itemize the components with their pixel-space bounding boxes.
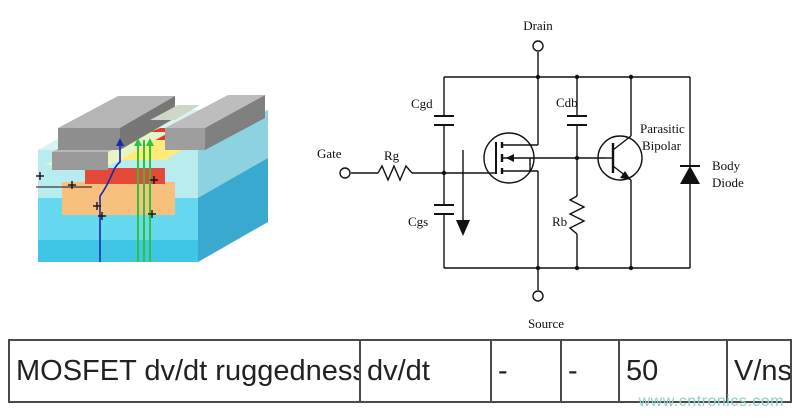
- junction-dots: [441, 74, 634, 271]
- drain-terminal: [532, 40, 544, 52]
- epi-side: [198, 110, 268, 198]
- current-path-blue-curve: [99, 140, 121, 197]
- charge-markers: [36, 172, 158, 220]
- mosfet-cross-section: [36, 95, 268, 262]
- p-body-region: [62, 182, 175, 215]
- gate-label: Gate: [317, 146, 342, 161]
- rb-resistor: [568, 195, 586, 235]
- watermark: www.cntronics.com: [638, 393, 784, 410]
- spec-table: MOSFET dv/dt ruggedness dv/dt - - 50 V/n…: [8, 339, 792, 403]
- rg-resistor: [377, 164, 413, 182]
- drain-label: Drain: [523, 18, 553, 33]
- rg-label: Rg: [384, 148, 400, 163]
- typ-cell: -: [560, 339, 620, 403]
- body-diode-symbol: [680, 165, 700, 184]
- cgd-capacitor: [434, 115, 454, 126]
- cdb-capacitor: [567, 115, 587, 126]
- unit-cell: V/ns: [726, 339, 792, 403]
- source-label: Source: [528, 316, 564, 331]
- current-arrow-blue: [116, 138, 124, 146]
- current-arrow-green-1: [134, 138, 142, 146]
- circuit-wires: [351, 52, 691, 290]
- parasitic-bipolar-symbol: [597, 135, 643, 181]
- cgd-label: Cgd: [411, 96, 433, 111]
- displacement-current-arrow: [456, 220, 470, 236]
- metal-left-front: [58, 128, 120, 150]
- metal-right-side: [205, 95, 265, 150]
- cgs-label: Cgs: [408, 214, 428, 229]
- gate-poly-front: [52, 152, 108, 170]
- substrate-side: [198, 155, 268, 262]
- bipolar-label: Bipolar: [642, 138, 682, 153]
- max-cell: 50: [618, 339, 728, 403]
- current-arrow-green-2: [146, 138, 154, 146]
- cgs-capacitor: [434, 204, 454, 215]
- parasitic-label: Parasitic: [640, 121, 685, 136]
- table-row: MOSFET dv/dt ruggedness dv/dt - - 50 V/n…: [8, 339, 792, 403]
- metal-left-top: [58, 96, 175, 128]
- gate-terminal: [339, 167, 351, 179]
- parameter-cell: MOSFET dv/dt ruggedness: [8, 339, 361, 403]
- n-plus-source-region: [85, 168, 165, 184]
- metal-right-front: [165, 128, 205, 150]
- metal-right-top: [165, 95, 265, 128]
- body-label: Body: [712, 158, 741, 173]
- metal-bridge: [150, 105, 200, 120]
- cdb-label: Cdb: [556, 95, 578, 110]
- mosfet-symbol: [483, 132, 539, 188]
- rb-label: Rb: [552, 214, 567, 229]
- source-terminal: [532, 290, 544, 302]
- substrate-bottom-layer: [38, 240, 198, 262]
- symbol-cell: dv/dt: [359, 339, 492, 403]
- diode-label: Diode: [712, 175, 744, 190]
- min-cell: -: [490, 339, 562, 403]
- metal-left-side: [120, 96, 175, 150]
